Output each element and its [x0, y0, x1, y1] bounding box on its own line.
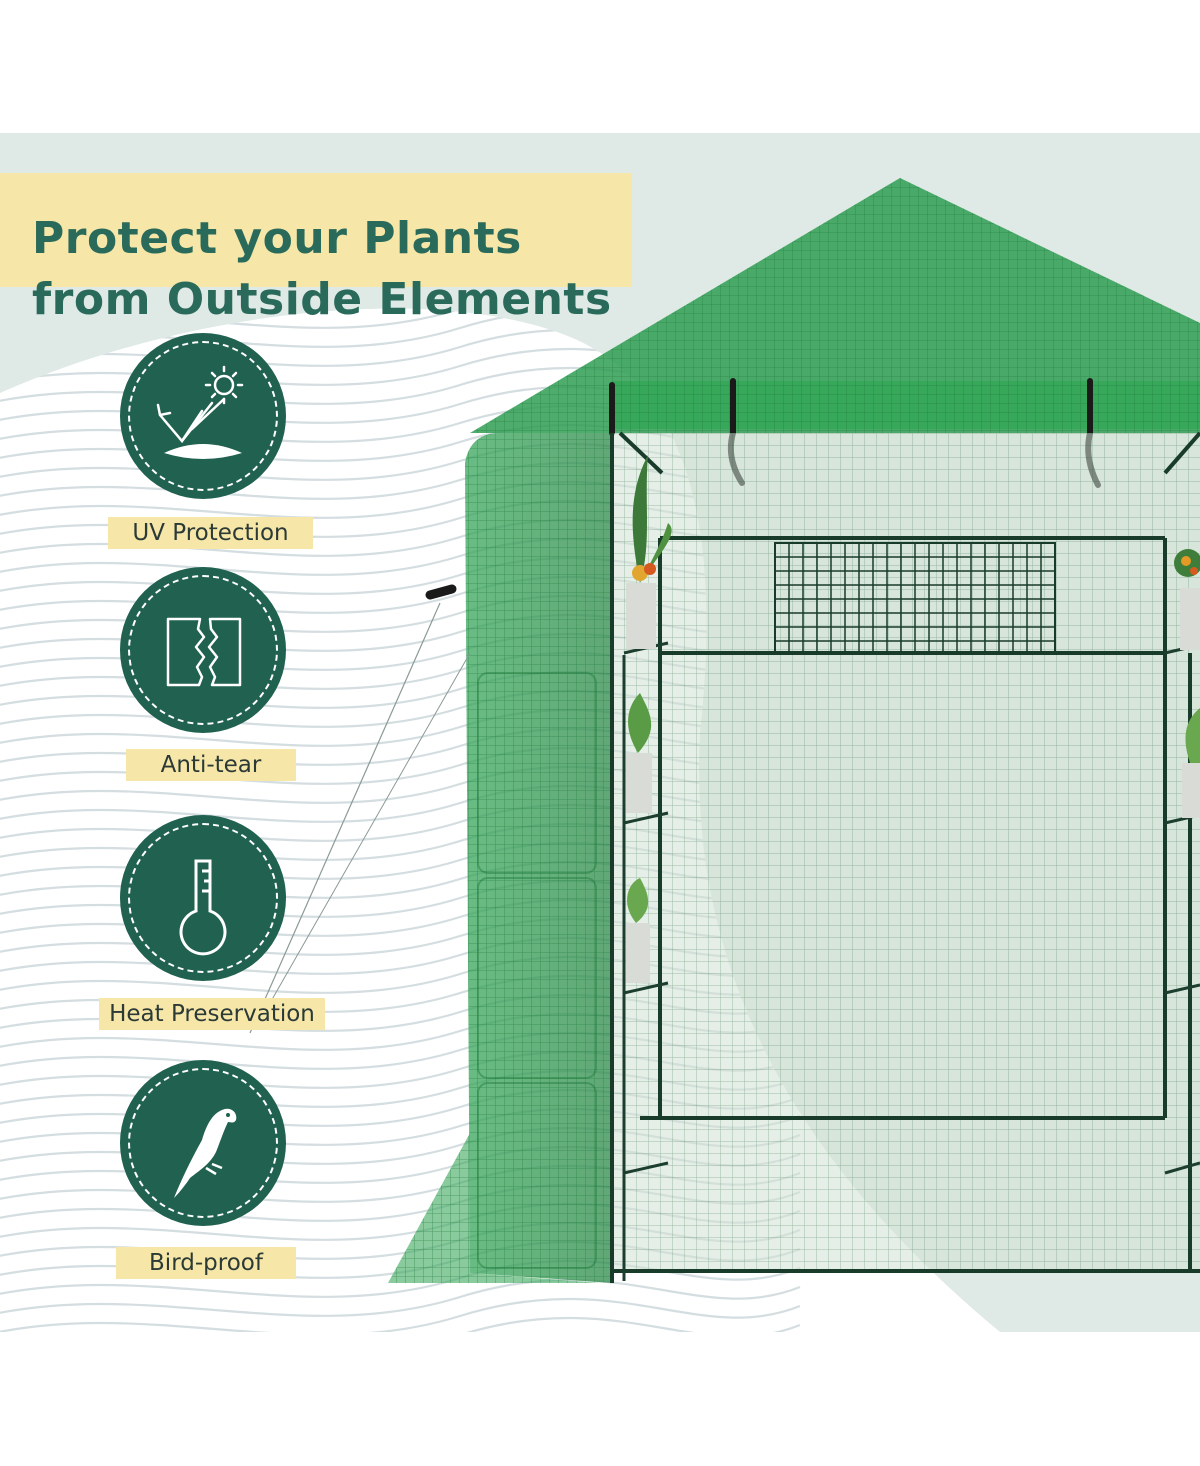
headline-line-1: Protect your Plants: [32, 213, 522, 264]
anti-tear-badge: [120, 567, 286, 733]
anti-tear-icon: [166, 617, 242, 687]
heat-preservation-badge: [120, 815, 286, 981]
product-stage: Protect your Plants from Outside Element…: [0, 133, 1200, 1332]
anti-tear-label: Anti-tear: [126, 749, 296, 781]
uv-protection-badge: [120, 333, 286, 499]
bird-proof-badge: [120, 1060, 286, 1226]
greenhouse-image: [249, 178, 1200, 1283]
headline-text: Protect your Plants from Outside Element…: [32, 173, 612, 330]
uv-protection-label: UV Protection: [108, 517, 313, 549]
thermometer-icon: [179, 859, 227, 956]
headline-line-2: from Outside Elements: [32, 274, 612, 325]
bird-icon: [174, 1108, 237, 1198]
headline-banner: Protect your Plants from Outside Element…: [0, 173, 632, 325]
uv-protection-icon: [156, 365, 244, 459]
bird-proof-label: Bird-proof: [116, 1247, 296, 1279]
heat-preservation-label: Heat Preservation: [99, 998, 325, 1030]
